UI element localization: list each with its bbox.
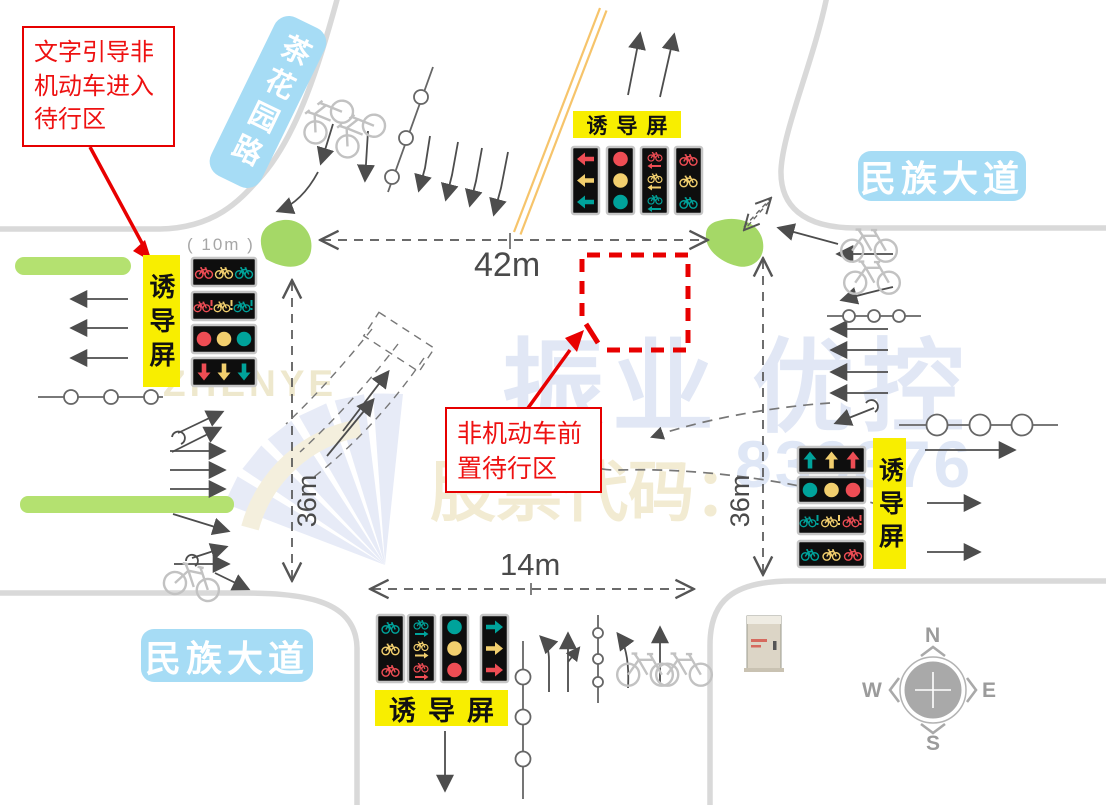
bicycle-icon [335, 113, 387, 159]
road-markings [38, 31, 1058, 799]
south-signal [375, 613, 510, 684]
bicycle-icon [303, 99, 355, 145]
dimension-42m: 42m [474, 246, 541, 284]
dimension-36m-east: 36m [725, 474, 755, 528]
road-label-southwest: 民族大道 [141, 629, 313, 682]
west-signal [190, 256, 258, 388]
signal-layer [190, 145, 867, 684]
compass-w: W [862, 679, 882, 702]
guidance-screen-south: 诱导屏 [375, 690, 508, 726]
north-signal [570, 145, 704, 216]
guidance-screen-west: 诱导屏 [143, 255, 180, 387]
dimension-36m-west: 36m [292, 474, 322, 528]
east-signal [796, 445, 867, 569]
compass-n: N [925, 624, 941, 647]
signal-control-cabinet-icon [744, 615, 784, 672]
bicycle-icon [162, 561, 221, 603]
bicycle-icon [654, 652, 714, 687]
street-furniture [744, 615, 978, 735]
guidance-screen-north: 诱导屏 [573, 111, 681, 138]
dimension-10m-offset: ( 10m ) [187, 235, 255, 254]
annotation-text-guide: 文字引导非机动车进入待行区 [22, 26, 175, 147]
bicycle-icon [839, 228, 899, 263]
bicycle-icon [615, 652, 675, 687]
dimension-14m: 14m [500, 547, 561, 582]
guidance-screen-east: 诱导屏 [873, 438, 906, 569]
compass-s: S [926, 732, 941, 755]
bicycle-icon [842, 260, 902, 295]
annotation-waiting-area: 非机动车前置待行区 [445, 407, 602, 493]
road-label-east: 民族大道 [858, 151, 1026, 201]
compass-e: E [982, 679, 997, 702]
